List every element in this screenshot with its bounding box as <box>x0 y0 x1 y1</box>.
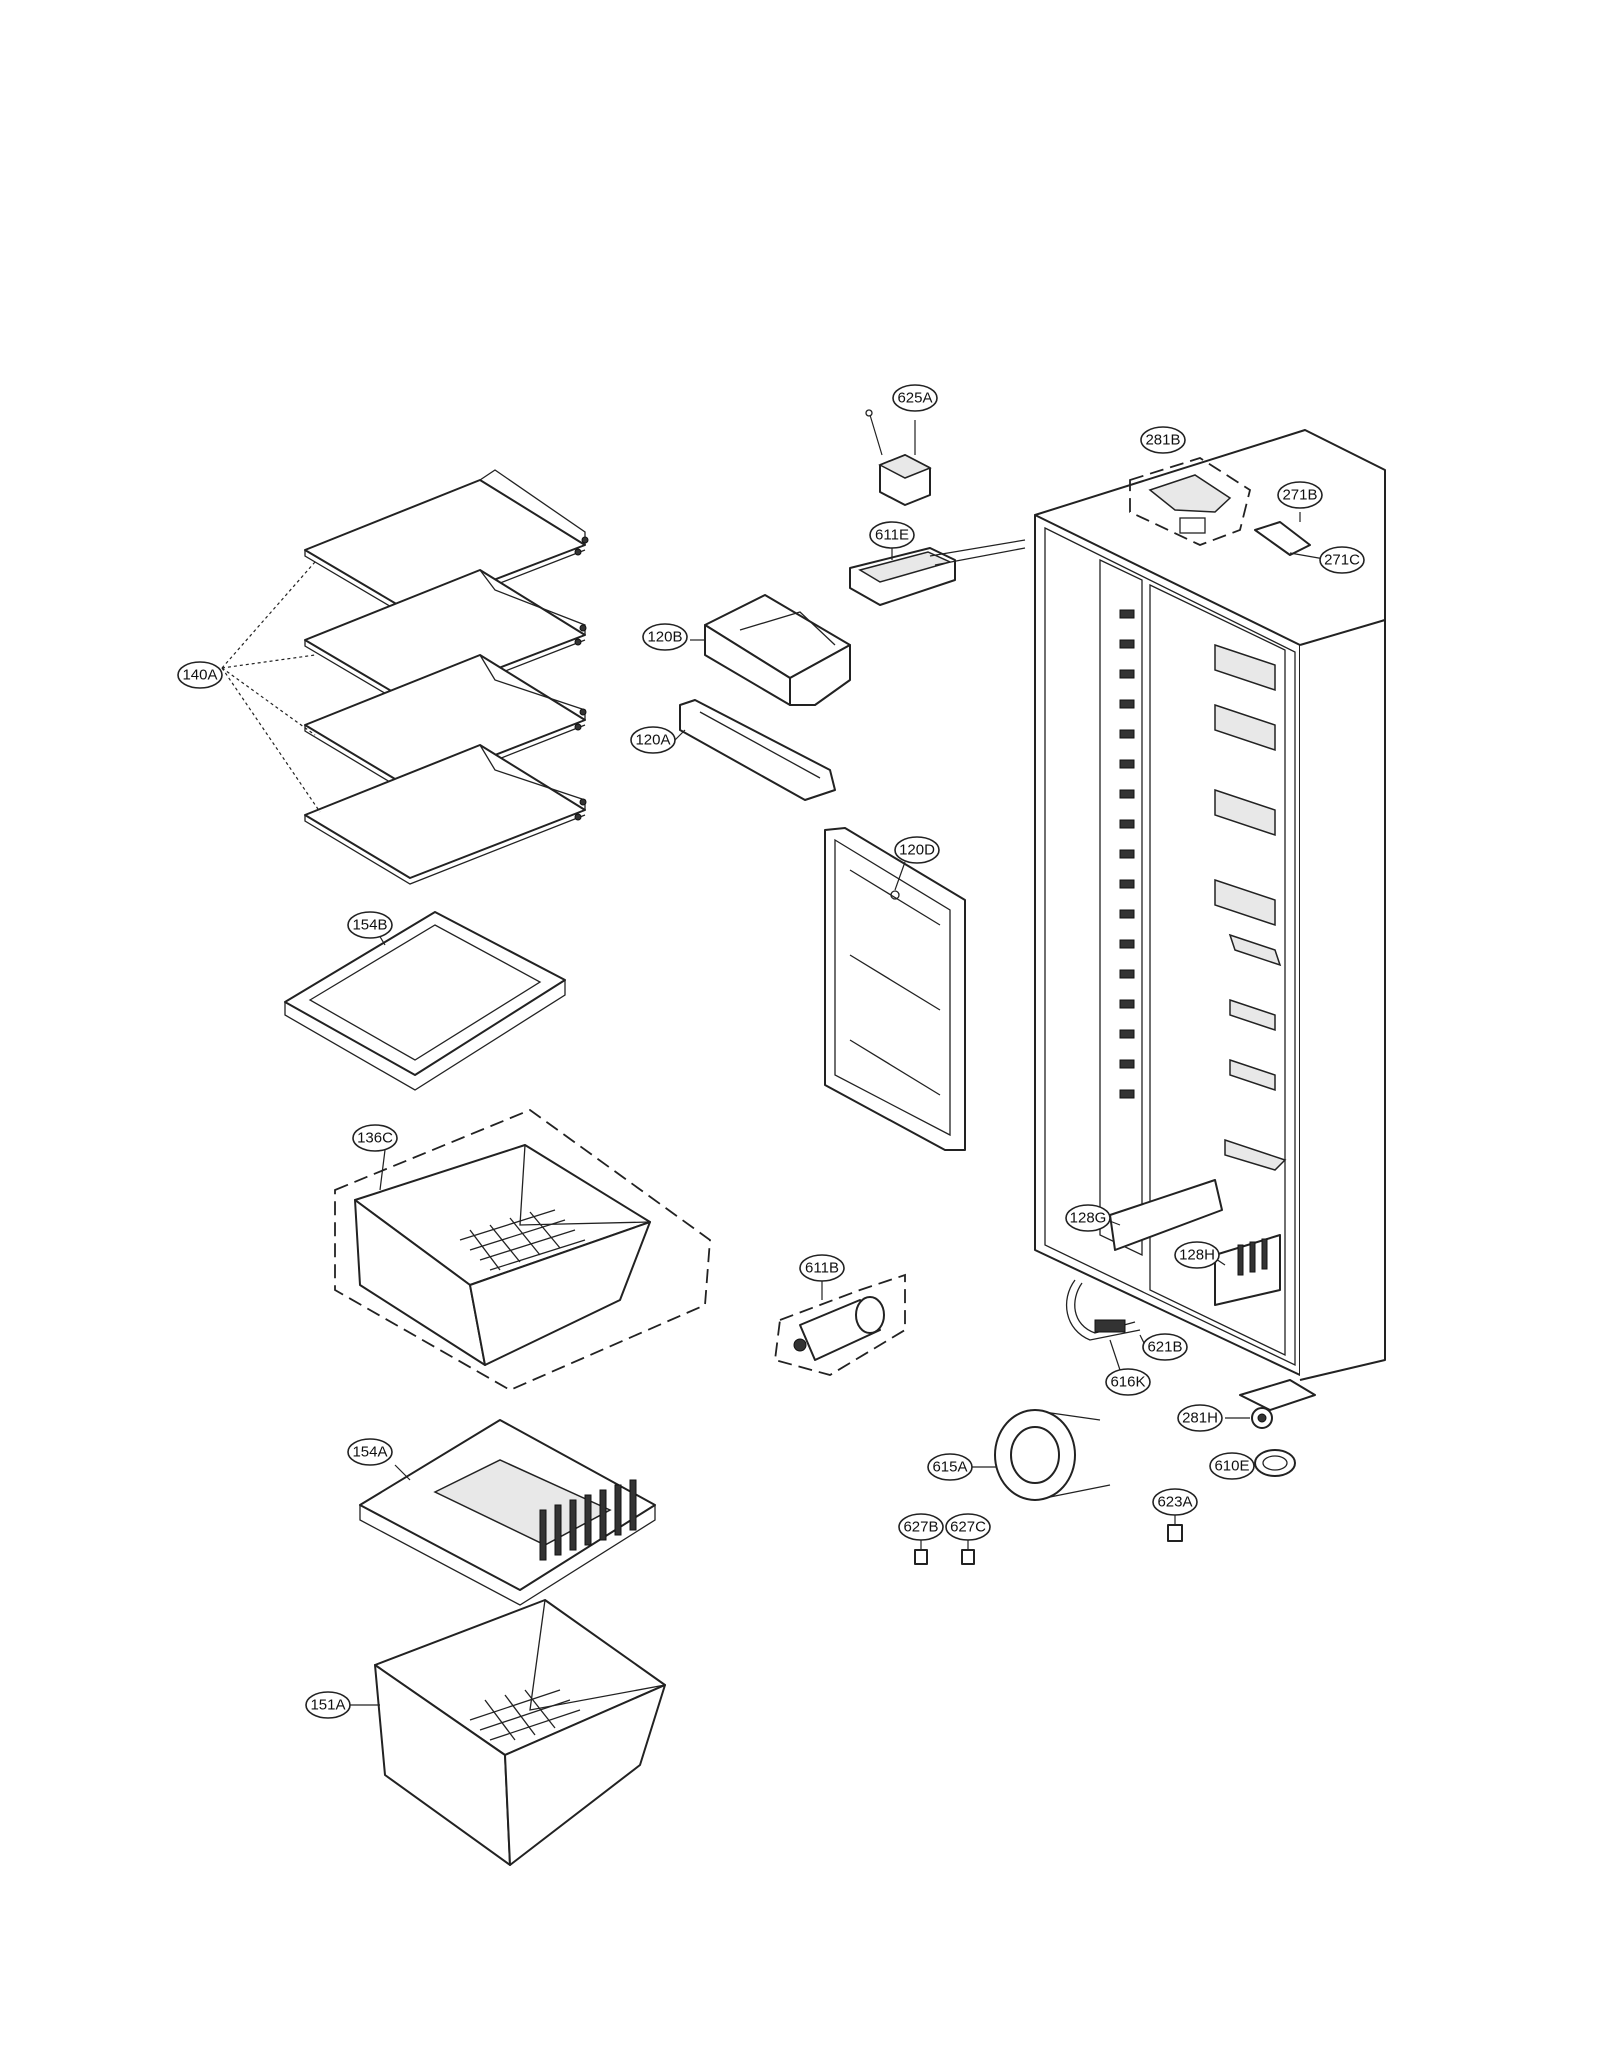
callout-128G-text: 128G <box>1070 1210 1107 1227</box>
callout-615A: 615A <box>927 1453 973 1481</box>
callout-616K: 616K <box>1105 1368 1151 1396</box>
callout-151A: 151A <box>305 1691 351 1719</box>
callout-616K-text: 616K <box>1110 1374 1145 1391</box>
callout-627B: 627B <box>898 1513 944 1541</box>
panel-120D[interactable] <box>824 827 966 1151</box>
callout-140A: 140A <box>177 661 223 689</box>
crisper-cover-154A[interactable] <box>359 1419 656 1606</box>
callout-610E-text: 610E <box>1214 1458 1249 1475</box>
callout-120B: 120B <box>642 623 688 651</box>
hinge-281H[interactable] <box>1225 1379 1316 1429</box>
callout-615A-text: 615A <box>932 1459 967 1476</box>
callout-154B: 154B <box>347 911 393 939</box>
callout-281B: 281B <box>1140 426 1186 454</box>
clip-623A[interactable] <box>1167 1515 1183 1542</box>
glass-shelf-4[interactable] <box>304 744 587 885</box>
bracket-625A[interactable] <box>865 409 932 506</box>
callout-154A-text: 154A <box>352 1444 387 1461</box>
callout-151A-text: 151A <box>310 1697 345 1714</box>
crisper-drawer-151A[interactable] <box>350 1599 666 1866</box>
callout-623A: 623A <box>1152 1488 1198 1516</box>
callout-120A: 120A <box>630 726 676 754</box>
callout-623A-text: 623A <box>1157 1494 1192 1511</box>
callout-281H-text: 281H <box>1182 1410 1218 1427</box>
callout-128H: 128H <box>1174 1241 1220 1269</box>
callout-611B-text: 611B <box>805 1260 839 1277</box>
callout-154B-text: 154B <box>352 917 387 934</box>
callout-154A: 154A <box>347 1438 393 1466</box>
clip-627B[interactable] <box>914 1540 928 1565</box>
shelf-frame-154B[interactable] <box>284 911 566 1091</box>
crisper-drawer-136C[interactable] <box>334 1108 711 1392</box>
callout-611E-text: 611E <box>875 527 909 544</box>
callout-136C-text: 136C <box>357 1130 393 1147</box>
callout-625A-text: 625A <box>897 390 932 407</box>
callout-625A: 625A <box>892 384 938 412</box>
callout-120A-text: 120A <box>635 732 670 749</box>
callout-611B: 611B <box>799 1254 845 1282</box>
callout-128H-text: 128H <box>1179 1247 1215 1264</box>
tubing-roll-615A[interactable] <box>972 1409 1111 1501</box>
callout-120D-text: 120D <box>899 842 935 859</box>
callout-281H: 281H <box>1177 1404 1223 1432</box>
callout-271C-text: 271C <box>1324 552 1360 569</box>
callout-120B-text: 120B <box>647 629 682 646</box>
cap-610E[interactable] <box>1254 1449 1296 1477</box>
callout-128G: 128G <box>1065 1204 1111 1232</box>
callout-271B-text: 271B <box>1282 487 1317 504</box>
callout-621B: 621B <box>1142 1333 1188 1361</box>
callout-627B-text: 627B <box>903 1519 938 1536</box>
clip-627C[interactable] <box>961 1540 975 1565</box>
callout-120D: 120D <box>894 836 940 864</box>
callout-140A-text: 140A <box>182 667 217 684</box>
tray-611E[interactable] <box>849 539 1026 606</box>
callout-621B-text: 621B <box>1147 1339 1182 1356</box>
trim-120A[interactable] <box>674 699 836 801</box>
refrigerator-cabinet <box>1034 429 1386 1381</box>
callout-281B-text: 281B <box>1145 432 1180 449</box>
callout-136C: 136C <box>352 1124 398 1152</box>
leader-140A <box>221 561 321 813</box>
callout-610E: 610E <box>1209 1452 1255 1480</box>
callout-627C: 627C <box>945 1513 991 1541</box>
callout-611E: 611E <box>869 521 915 549</box>
callout-627C-text: 627C <box>950 1519 986 1536</box>
cover-120B[interactable] <box>690 594 851 706</box>
callout-271B: 271B <box>1277 481 1323 509</box>
water-filter-611B[interactable] <box>774 1273 906 1376</box>
callout-271C: 271C <box>1319 546 1365 574</box>
